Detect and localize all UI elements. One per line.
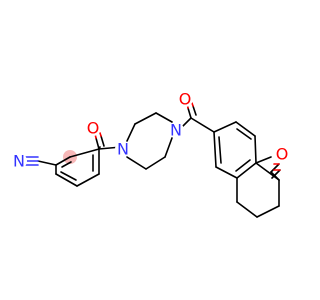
atom-bg [177,91,193,107]
bond [69,148,100,158]
bond [100,135,105,147]
bond [126,156,147,170]
diazepane-nitrogen-left: N [117,140,129,159]
bond [95,137,100,150]
bond [271,169,281,179]
bond [145,156,166,170]
bond [255,156,272,164]
bond [187,107,192,119]
bond [236,128,252,140]
bond [255,162,280,181]
bond [256,205,280,218]
bond [60,171,77,181]
bond [235,121,256,137]
bond-lines [25,102,281,218]
atom-bg [85,120,101,136]
bond [270,163,280,173]
bond [55,173,78,187]
atom-bg [274,146,290,162]
molecule-structure-diagram: O O O N N N [11,89,290,218]
bond [99,132,102,137]
bond [155,112,173,123]
bond [37,160,57,166]
bond [134,112,157,125]
bond [192,105,197,116]
carbonyl-oxygen-left: O [87,119,100,138]
diazepane-nitrogen-right: N [170,121,182,140]
atom-bg [115,141,131,157]
bond [218,136,222,164]
bond [213,121,237,133]
bond [236,201,258,218]
atom-bg [168,122,184,138]
bond [254,135,257,164]
nitrile-nitrogen: N [13,152,25,171]
ketone-oxygen: O [276,145,289,164]
bond [164,137,173,158]
bond [76,173,100,187]
bond [190,117,215,133]
atom-labels: O O O N N N [11,90,290,171]
bond [235,159,251,172]
atom-bg [11,153,27,169]
bond [61,161,72,168]
bond [215,166,238,179]
bond [191,102,194,107]
bond [236,162,257,179]
bond [213,131,217,168]
carbonyl-oxygen-middle: O [179,90,192,109]
bond [55,156,71,166]
bond [126,123,136,142]
